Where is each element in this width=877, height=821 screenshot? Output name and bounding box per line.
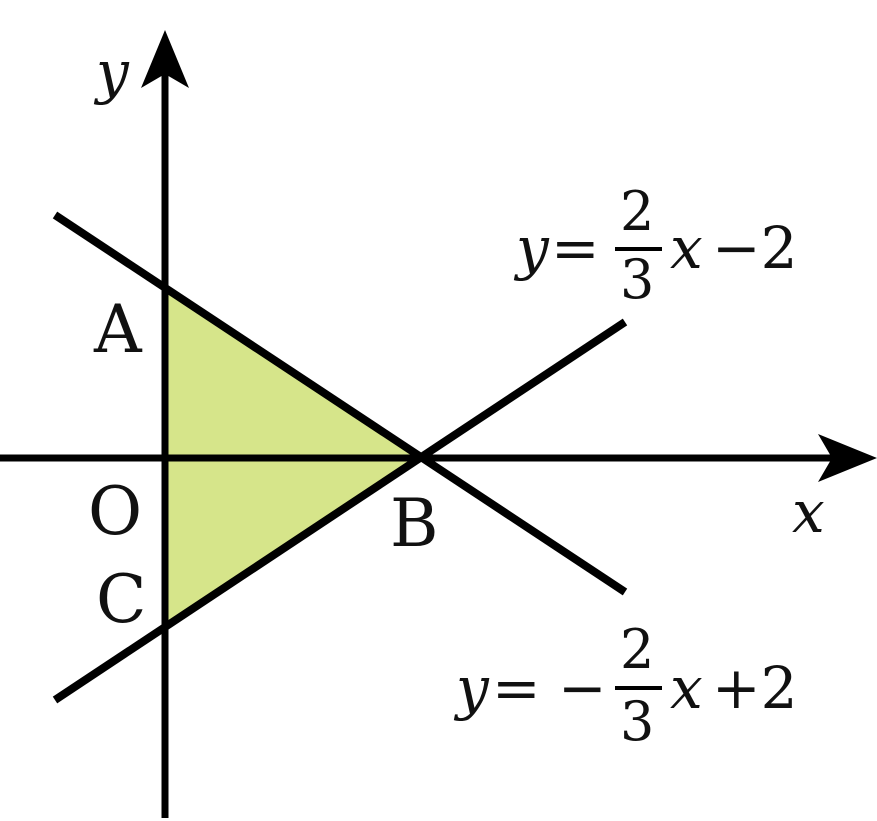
equation-lower-minus: − xyxy=(558,654,607,722)
equation-lower-y: y xyxy=(453,654,490,722)
equation-lower-line: y = − 2 3 x +2 xyxy=(453,618,798,753)
equation-lower-constant: +2 xyxy=(712,654,798,722)
equation-upper-line: y = 2 3 x −2 xyxy=(513,180,798,311)
line-positive-slope xyxy=(52,318,628,704)
equation-upper-x: x xyxy=(670,214,703,282)
point-label-b: B xyxy=(390,485,439,562)
origin-label: O xyxy=(88,473,142,550)
equation-lower-denominator: 3 xyxy=(620,690,654,753)
x-axis-label: x xyxy=(792,478,825,546)
point-label-c: C xyxy=(96,561,147,638)
equation-upper-equals: = xyxy=(551,214,600,282)
y-axis-label: y xyxy=(93,38,130,106)
equation-upper-numerator: 2 xyxy=(620,180,654,243)
equation-lower-numerator: 2 xyxy=(620,618,654,681)
point-label-a: A xyxy=(93,291,143,368)
equation-upper-constant: −2 xyxy=(712,214,798,282)
y-axis-arrowhead xyxy=(141,30,189,88)
equation-lower-x: x xyxy=(670,654,703,722)
x-axis-arrowhead xyxy=(818,434,877,482)
equation-lower-equals: = xyxy=(492,654,541,722)
equation-upper-denominator: 3 xyxy=(620,248,654,311)
equation-upper-y: y xyxy=(513,214,550,282)
line-negative-slope xyxy=(52,211,628,596)
